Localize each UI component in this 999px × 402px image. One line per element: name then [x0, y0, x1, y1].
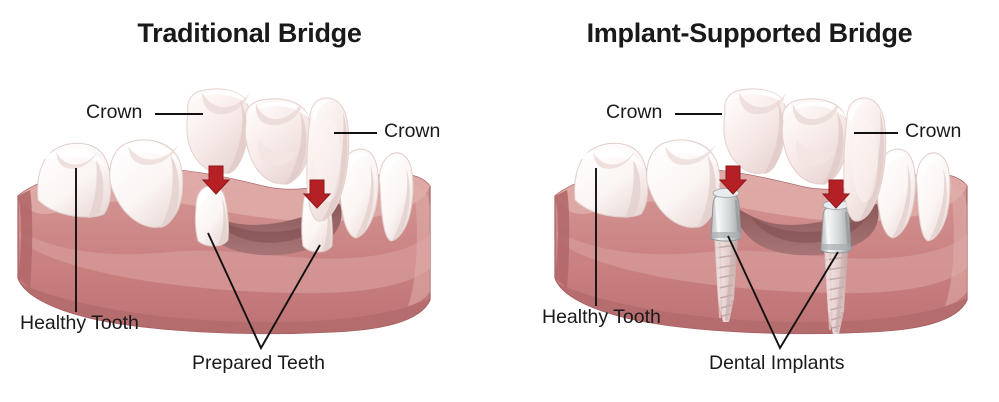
placement-arrow-right	[302, 179, 332, 209]
label-healthy-tooth: Healthy Tooth	[20, 312, 139, 334]
label-prepared-teeth: Prepared Teeth	[192, 352, 325, 374]
bridge-unit-pontic-molar[interactable]	[781, 98, 849, 185]
implant-screw-body-2	[824, 250, 848, 334]
leader-dental-implants	[727, 235, 839, 351]
healthy-tooth-molar-2	[646, 139, 721, 228]
traditional-bridge-illustration	[17, 88, 431, 351]
dental-implant-2[interactable]	[820, 200, 852, 335]
healthy-tooth-molar-1	[37, 142, 112, 218]
healthy-tooth-right-1	[339, 148, 379, 239]
healthy-tooth-right-2	[916, 152, 951, 242]
implant-abutment-1[interactable]	[710, 188, 742, 242]
healthy-tooth-right-1	[876, 148, 916, 239]
dental-implant-1[interactable]	[710, 188, 742, 323]
implant-bridge-illustration	[554, 88, 968, 351]
bridge-unit-crown-molar[interactable]	[723, 88, 787, 174]
bridge-prosthesis[interactable]	[723, 88, 887, 222]
healthy-tooth-right-2	[379, 152, 414, 242]
label-healthy-tooth: Healthy Tooth	[542, 306, 661, 328]
placement-arrow-left	[201, 165, 231, 195]
implant-abutment-2[interactable]	[820, 200, 852, 254]
label-crown-right: Crown	[905, 120, 962, 142]
bridge-unit-crown-molar[interactable]	[186, 88, 250, 174]
placement-arrow-right	[821, 179, 851, 209]
bridge-unit-crown-premolar[interactable]	[843, 97, 887, 222]
placement-arrow-left	[718, 165, 748, 195]
prepared-tooth-abutment-1[interactable]	[194, 185, 229, 247]
healthy-tooth-molar-1	[574, 142, 649, 218]
label-crown-left: Crown	[606, 101, 663, 123]
label-crown-left: Crown	[86, 101, 143, 123]
panel-implant-supported-bridge: Implant-Supported Bridge	[500, 0, 999, 402]
bridge-unit-pontic-molar[interactable]	[244, 98, 312, 185]
panel-traditional-bridge: Traditional Bridge	[0, 0, 499, 402]
healthy-tooth-molar-2	[109, 139, 184, 228]
panel-title-traditional: Traditional Bridge	[137, 18, 362, 48]
leader-prepared-teeth	[207, 232, 321, 351]
panel-title-implant: Implant-Supported Bridge	[586, 18, 913, 48]
implant-screw-body-1	[714, 238, 738, 322]
label-crown-right: Crown	[384, 120, 441, 142]
bridge-prosthesis[interactable]	[186, 88, 350, 222]
label-dental-implants: Dental Implants	[709, 352, 845, 374]
